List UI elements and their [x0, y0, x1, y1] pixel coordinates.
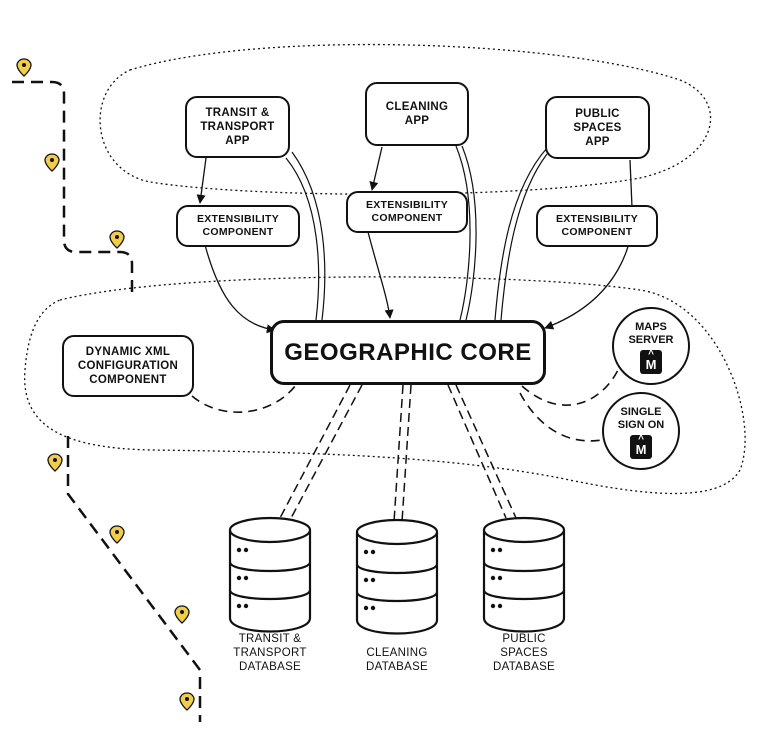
location-pin-icon	[174, 605, 190, 624]
extensibility-component-transit: EXTENSIBILITY COMPONENT	[176, 205, 300, 247]
database-icon	[228, 516, 312, 633]
apps-group-outline	[99, 43, 712, 195]
location-pin-icon	[109, 230, 125, 249]
transit-transport-database-label: TRANSIT & TRANSPORT DATABASE	[233, 633, 307, 673]
route-path	[12, 80, 134, 296]
location-pin-icon	[109, 525, 125, 544]
location-pin-icon	[16, 58, 32, 77]
m-logo-icon: M	[640, 350, 662, 374]
database-icon	[482, 516, 566, 633]
route-path-lower	[66, 436, 202, 722]
single-sign-on-label: SINGLE SIGN ON	[617, 406, 665, 431]
single-sign-on: SINGLE SIGN ON M	[602, 392, 680, 470]
maps-server: MAPS SERVER M	[612, 307, 690, 385]
cleaning-app: CLEANING APP	[365, 82, 469, 146]
location-pin-icon	[44, 153, 60, 172]
location-pin-icon	[179, 692, 195, 711]
geographic-core: GEOGRAPHIC CORE	[270, 320, 546, 385]
database-icon	[355, 518, 439, 635]
location-pin-icon	[47, 453, 63, 472]
extensibility-component-cleaning: EXTENSIBILITY COMPONENT	[346, 191, 468, 233]
public-spaces-app: PUBLIC SPACES APP	[545, 96, 650, 159]
public-spaces-database-label: PUBLIC SPACES DATABASE	[492, 633, 556, 673]
cleaning-database-label: CLEANING DATABASE	[365, 647, 429, 673]
dynamic-xml-configuration-component: DYNAMIC XML CONFIGURATION COMPONENT	[62, 335, 194, 397]
m-logo-icon: M	[630, 435, 652, 459]
maps-server-label: MAPS SERVER	[628, 321, 674, 346]
extensibility-component-public-spaces: EXTENSIBILITY COMPONENT	[536, 205, 658, 247]
transit-transport-app: TRANSIT & TRANSPORT APP	[185, 96, 290, 158]
